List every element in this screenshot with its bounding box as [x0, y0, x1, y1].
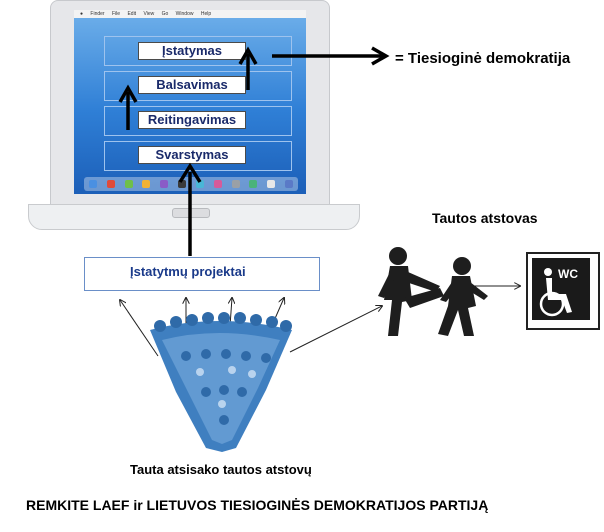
apple-icon: ●: [80, 11, 84, 17]
result-label: = Tiesioginė demokratija: [395, 50, 571, 67]
dock-app-icon: [231, 180, 240, 188]
stage-voting: Balsavimas: [138, 76, 246, 94]
arrow-projects-to-deliberation: [178, 162, 202, 256]
stage-frame: [104, 71, 292, 101]
arrow-rating-to-voting: [118, 84, 138, 130]
dock-app-icon: [285, 180, 294, 188]
projects-label: Įstatytmų projektai: [130, 264, 246, 279]
dock-app-icon: [213, 180, 222, 188]
stage-frame: [104, 141, 292, 171]
stage-frame: [104, 36, 292, 66]
crowd-people-icon: [150, 312, 292, 452]
dock-app-icon: [160, 180, 169, 188]
menubar-item: Help: [200, 11, 212, 17]
arrow-voting-to-law: [238, 46, 258, 90]
dock-app-icon: [178, 180, 187, 188]
arrow-law-to-result: [272, 46, 390, 66]
menubar-item: Edit: [127, 11, 137, 17]
dock-app-icon: [106, 180, 115, 188]
dock-app-icon: [249, 180, 258, 188]
wheelchair-wc-icon: WC: [532, 258, 590, 320]
representatives-label: Tautos atstovas: [432, 210, 538, 226]
menubar-item: Finder: [90, 11, 105, 17]
stage-frame: [104, 106, 292, 136]
kicking-figures-icon: [378, 247, 488, 336]
dock-app-icon: [142, 180, 151, 188]
stage-law: Įstatymas: [138, 42, 246, 60]
svg-text:WC: WC: [558, 267, 578, 281]
dock-app-icon: [124, 180, 133, 188]
menubar-item: File: [112, 11, 121, 17]
screen-menubar: ● Finder File Edit View Go Window Help: [74, 10, 306, 18]
menubar-item: View: [143, 11, 155, 17]
arrow-crowd-to-representatives: [289, 306, 382, 353]
dock-app-icon: [267, 180, 276, 188]
stage-deliberation: Svarstymas: [138, 146, 246, 164]
footer-slogan: REMKITE LAEF ir LIETUVOS TIESIOGINĖS DEM…: [26, 497, 489, 513]
menubar-item: Window: [175, 11, 194, 17]
crowd-caption: Tauta atsisako tautos atstovų: [130, 462, 312, 477]
dock-app-icon: [195, 180, 204, 188]
menubar-item: Go: [161, 11, 169, 17]
dock-app-icon: [88, 180, 97, 188]
projects-box: [84, 257, 320, 291]
stage-rating: Reitingavimas: [138, 111, 246, 129]
